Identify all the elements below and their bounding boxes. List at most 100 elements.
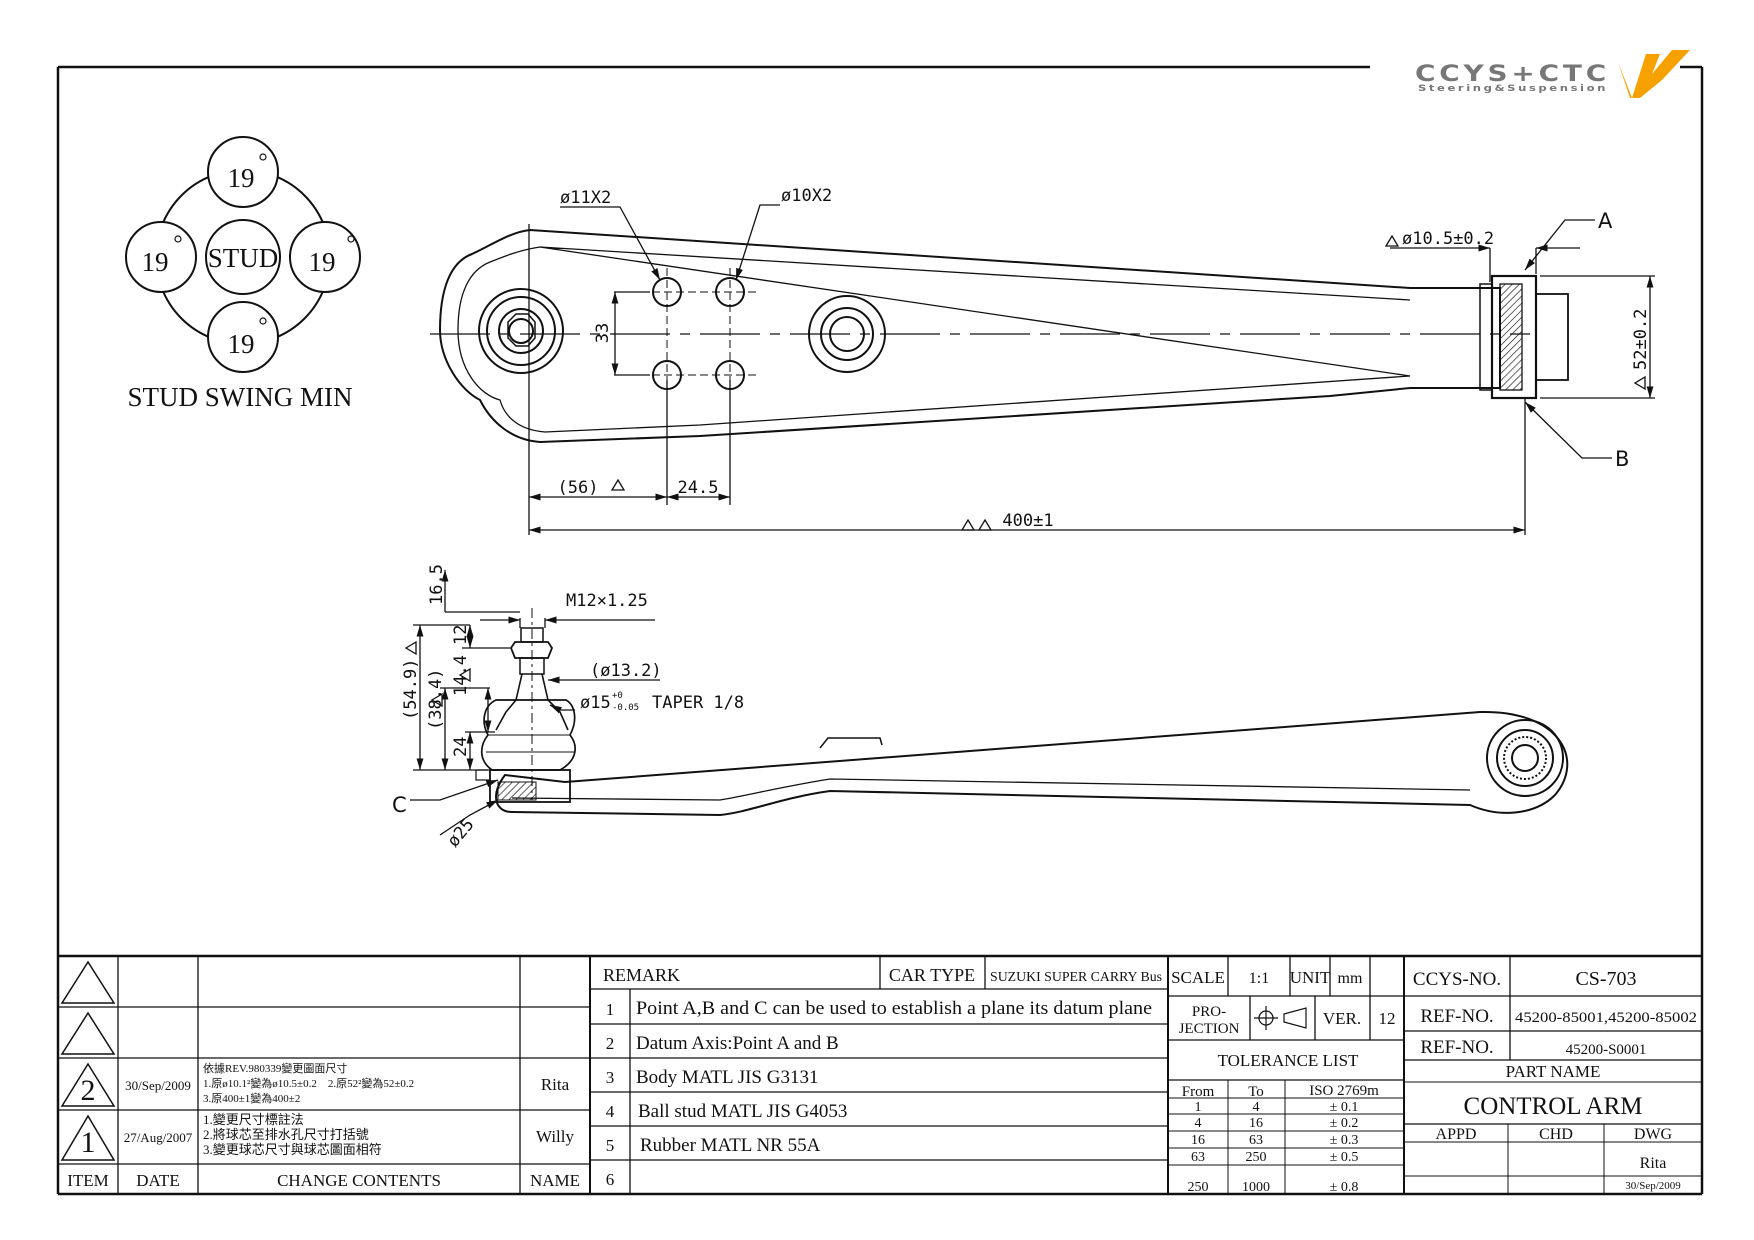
hole-10-label: ø10X2	[781, 186, 832, 206]
ref-no-value-2: 45200-S0001	[1566, 1042, 1647, 1058]
side-view-dimensions	[410, 570, 660, 836]
swing-angle-right: 19	[309, 247, 336, 277]
tol-header-to: To	[1248, 1084, 1264, 1100]
tol-row-4-from: 63	[1191, 1150, 1205, 1165]
remark-num-6: 6	[606, 1170, 615, 1189]
dim-56-label: (56)	[558, 478, 599, 498]
rev-date-1: 27/Aug/2007	[124, 1130, 193, 1145]
dim-24-5-label: 24.5	[678, 478, 719, 498]
ver-label: VER.	[1323, 1009, 1361, 1028]
scale-label: SCALE	[1171, 968, 1225, 987]
stud-swing-diagram	[125, 136, 361, 373]
ver-value: 12	[1379, 1009, 1396, 1028]
remark-text-2: Datum Axis:Point A and B	[636, 1033, 839, 1054]
tol-row-3-from: 16	[1191, 1133, 1205, 1148]
dim-15-tol-upper: +0	[612, 691, 623, 701]
ccys-no-value: CS-703	[1575, 968, 1636, 990]
dim-15-tol-lower: -0.05	[612, 703, 639, 713]
unit-label: UNIT	[1290, 968, 1331, 987]
tol-row-3-to: 63	[1249, 1133, 1263, 1148]
dim-15-label: ø15	[580, 693, 611, 713]
dim-38-4-label: (38.4)	[426, 669, 446, 730]
point-a-label: A	[1598, 209, 1613, 233]
appd-label: APPD	[1436, 1126, 1477, 1143]
dim-33-label: 33	[593, 323, 613, 343]
control-arm-side-view	[475, 627, 1569, 817]
remark-num-4: 4	[606, 1102, 615, 1121]
tol-row-1-val: ± 0.1	[1330, 1100, 1359, 1115]
tol-row-2-val: ± 0.2	[1330, 1116, 1359, 1131]
tol-header-from: From	[1182, 1084, 1215, 1100]
dim-16-5-label: 16.5	[427, 564, 447, 605]
dim-13-2-label: (ø13.2)	[590, 661, 662, 681]
car-type-label: CAR TYPE	[889, 965, 975, 985]
tol-row-1-from: 1	[1195, 1100, 1202, 1115]
car-type-value: SUZUKI SUPER CARRY Bus	[990, 970, 1162, 985]
dwg-name: Rita	[1640, 1155, 1667, 1172]
thread-label: M12×1.25	[566, 591, 648, 611]
rev-change-2-line2: 1.原ø10.1²變為ø10.5±0.2 2.原52²變為52±0.2	[203, 1076, 414, 1090]
remark-text-5: Rubber MATL NR 55A	[640, 1135, 821, 1156]
dim-52-label: 52±0.2	[1631, 309, 1651, 370]
tol-row-4-val: ± 0.5	[1330, 1150, 1359, 1165]
remark-num-2: 2	[606, 1034, 615, 1053]
dim-25-label: ø25	[444, 815, 479, 851]
tol-row-5-to: 1000	[1242, 1180, 1270, 1195]
dwg-date: 30/Sep/2009	[1625, 1180, 1681, 1192]
tol-row-1-to: 4	[1253, 1100, 1260, 1115]
tol-row-5-from: 250	[1188, 1180, 1209, 1195]
rev-header-item: ITEM	[67, 1171, 109, 1190]
rev-name-2: Rita	[541, 1075, 570, 1094]
rev-header-date: DATE	[136, 1171, 179, 1190]
rev-item-2: 2	[81, 1074, 96, 1107]
remark-text-1: Point A,B and C can be used to establish…	[636, 998, 1152, 1019]
dim-bushing-bore-label: ø10.5±0.2	[1402, 229, 1494, 249]
remark-text-4: Ball stud MATL JIS G4053	[638, 1101, 847, 1122]
rev-change-1-line1: 1.變更尺寸標註法	[203, 1112, 304, 1127]
scale-value: 1:1	[1249, 970, 1269, 987]
tol-row-2-to: 16	[1249, 1116, 1263, 1131]
tol-row-4-to: 250	[1246, 1150, 1267, 1165]
point-c-label: C	[392, 793, 407, 817]
part-name-label: PART NAME	[1506, 1062, 1601, 1081]
dim-12-label: 12	[451, 625, 471, 645]
dim-24-label: 24	[451, 737, 471, 757]
tol-header-iso: ISO 2769m	[1309, 1083, 1379, 1099]
rev-change-1-line2: 2.將球芯至排水孔尺寸打括號	[203, 1127, 369, 1142]
ref-no-label-1: REF-NO.	[1420, 1006, 1493, 1027]
third-angle-projection-icon	[1254, 1006, 1307, 1030]
swing-angle-bottom: 19	[228, 329, 255, 359]
tol-row-3-val: ± 0.3	[1330, 1133, 1359, 1148]
rev-change-1-line3: 3.變更球芯尺寸與球芯圖面相符	[203, 1142, 382, 1157]
brand-tagline: Steering&Suspension	[1418, 84, 1608, 94]
ref-no-label-2: REF-NO.	[1420, 1037, 1493, 1058]
tol-row-5-val: ± 0.8	[1330, 1180, 1359, 1195]
side-datum-triangles	[404, 640, 471, 708]
logo-swoosh-icon	[1618, 50, 1690, 98]
remark-num-3: 3	[606, 1068, 615, 1087]
point-b-label: B	[1615, 447, 1629, 471]
dwg-label: DWG	[1634, 1126, 1673, 1143]
sheet-border	[56, 65, 1704, 1196]
brand-name: CCYS+CTC	[1415, 62, 1610, 87]
brand-logo: CCYS+CTC Steering&Suspension	[1415, 50, 1690, 98]
remark-title: REMARK	[603, 965, 680, 985]
swing-angle-left: 19	[142, 247, 169, 277]
chd-label: CHD	[1539, 1126, 1573, 1143]
remark-text-3: Body MATL JIS G3131	[636, 1067, 818, 1088]
rev-header-name: NAME	[530, 1171, 580, 1190]
taper-label: TAPER 1/8	[652, 693, 744, 713]
ref-no-value-1: 45200-85001,45200-85002	[1515, 1010, 1697, 1026]
dim-14-4-label: 14.4	[451, 655, 471, 696]
rev-name-1: Willy	[536, 1127, 575, 1146]
projection-label-1: PRO-	[1192, 1004, 1226, 1020]
swing-angle-top: 19	[228, 163, 255, 193]
rev-item-1: 1	[81, 1126, 96, 1159]
remark-num-1: 1	[606, 1000, 615, 1019]
unit-value: mm	[1338, 970, 1363, 987]
title-block-grid	[58, 954, 1702, 1194]
top-view-dimensions	[528, 204, 1655, 535]
projection-label-2: JECTION	[1179, 1021, 1240, 1037]
hole-centerlines	[640, 268, 760, 398]
